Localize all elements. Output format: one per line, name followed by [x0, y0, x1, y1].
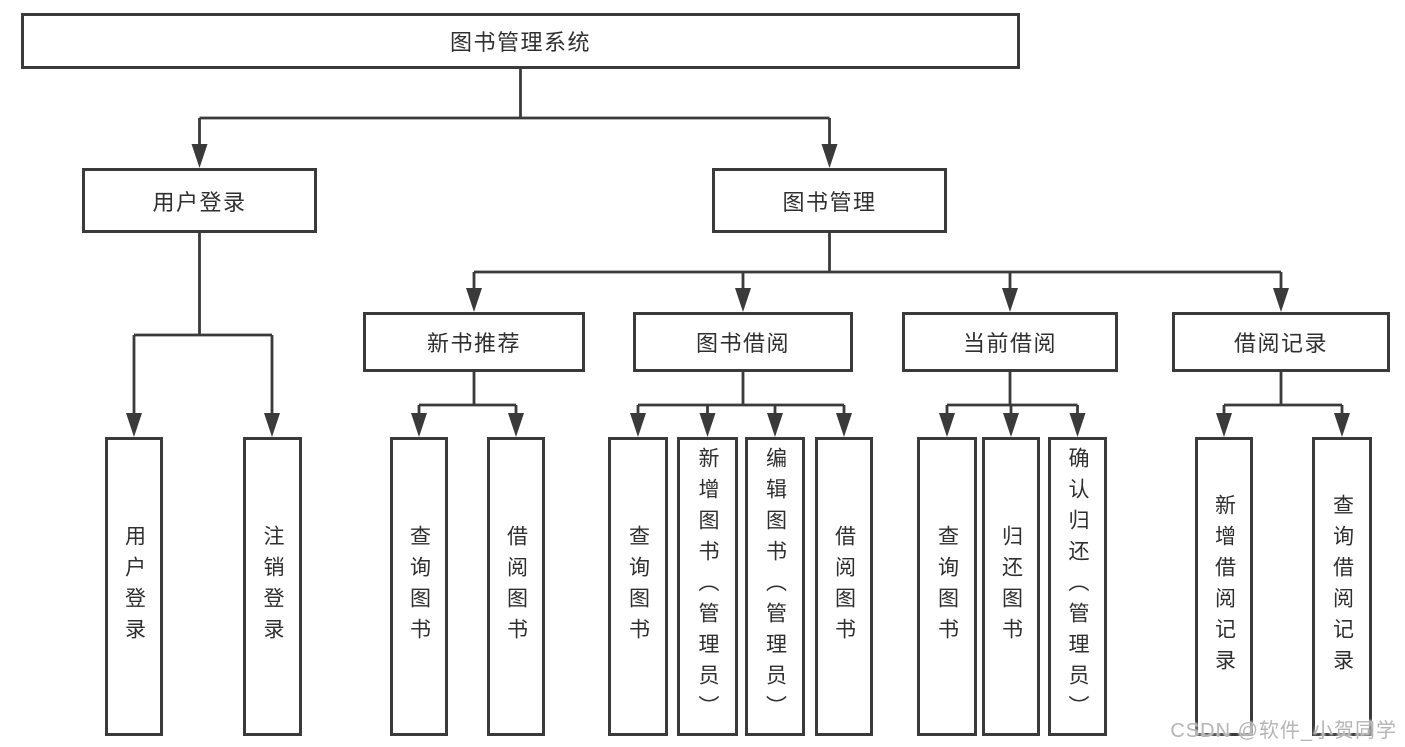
leaf-current-return-books-label: 归还图书 [999, 524, 1023, 649]
leaf-borrowing-borrow-books: 借阅图书 [815, 437, 873, 736]
connector-path [132, 69, 1344, 420]
leaf-records-add-record: 新增借阅记录 [1195, 437, 1253, 736]
leaf-logout: 注销登录 [243, 437, 302, 736]
leaf-borrowing-edit-books-admin-label: 编辑图书（管理员） [763, 447, 787, 726]
leaf-logout-label: 注销登录 [261, 524, 284, 649]
leaf-records-query-record: 查询借阅记录 [1312, 437, 1372, 736]
leaf-recommend-query-books: 查询图书 [390, 437, 448, 736]
leaf-recommend-borrow-books: 借阅图书 [487, 437, 545, 736]
node-book-management-label: 图书管理 [782, 189, 877, 215]
leaf-recommend-query-books-label: 查询图书 [407, 524, 431, 649]
leaf-current-return-books: 归还图书 [982, 437, 1040, 736]
node-book-management: 图书管理 [712, 168, 947, 233]
node-user-login-label: 用户登录 [152, 189, 247, 215]
node-system-root: 图书管理系统 [21, 13, 1020, 69]
leaf-borrowing-query-books-label: 查询图书 [626, 524, 650, 649]
node-current-borrowing-label: 当前借阅 [962, 331, 1057, 356]
leaf-current-query-books: 查询图书 [917, 437, 977, 736]
leaf-records-add-record-label: 新增借阅记录 [1212, 493, 1236, 680]
leaf-borrowing-borrow-books-label: 借阅图书 [832, 524, 856, 649]
node-book-borrowing: 图书借阅 [633, 312, 853, 372]
leaf-current-query-books-label: 查询图书 [935, 524, 959, 649]
leaf-recommend-borrow-books-label: 借阅图书 [504, 524, 528, 649]
leaf-user-login: 用户登录 [105, 437, 163, 736]
node-new-book-recommendation: 新书推荐 [363, 312, 585, 372]
node-current-borrowing: 当前借阅 [902, 312, 1118, 372]
node-user-login: 用户登录 [82, 168, 317, 233]
node-new-book-recommendation-label: 新书推荐 [426, 331, 521, 356]
leaf-current-confirm-return-admin: 确认归还（管理员） [1048, 437, 1107, 736]
leaf-borrowing-add-books-admin-label: 新增图书（管理员） [696, 447, 719, 726]
leaf-borrowing-query-books: 查询图书 [608, 437, 668, 736]
leaf-records-query-record-label: 查询借阅记录 [1330, 493, 1354, 680]
leaf-borrowing-add-books-admin: 新增图书（管理员） [677, 437, 738, 736]
leaf-current-confirm-return-admin-label: 确认归还（管理员） [1066, 447, 1089, 726]
node-borrowing-records: 借阅记录 [1172, 312, 1390, 372]
node-book-borrowing-label: 图书借阅 [695, 331, 790, 356]
node-borrowing-records-label: 借阅记录 [1233, 331, 1328, 356]
node-system-root-label: 图书管理系统 [449, 30, 591, 55]
leaf-user-login-label: 用户登录 [122, 524, 146, 649]
leaf-borrowing-edit-books-admin: 编辑图书（管理员） [745, 437, 805, 736]
watermark-text: CSDN @软件_小贺同学 [1170, 720, 1397, 742]
arrowheads [126, 144, 1350, 437]
